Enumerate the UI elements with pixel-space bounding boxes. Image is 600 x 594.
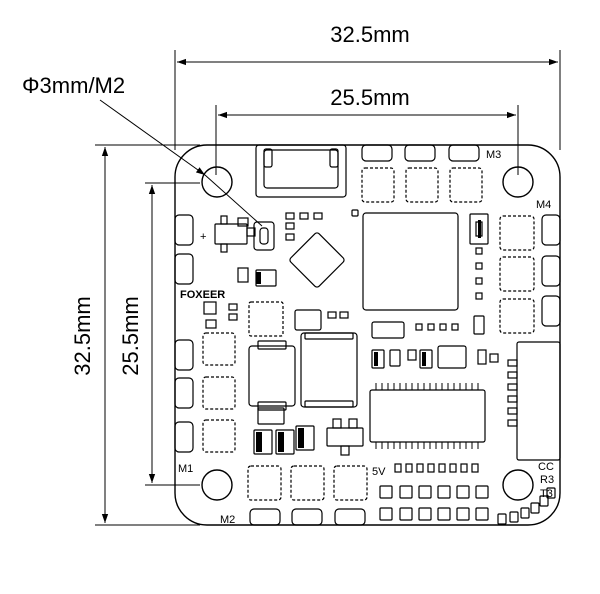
mount-hole-m1: [201, 469, 233, 501]
mount-label-m2: M2: [220, 514, 235, 526]
osd-chip: [369, 389, 486, 443]
inner-height-label: 25.5mm: [118, 296, 143, 375]
pad-label-t3: T3: [540, 488, 553, 500]
pad-label-cc: CC: [538, 461, 554, 473]
outer-width-label: 32.5mm: [330, 22, 409, 47]
gyro-chip: [289, 232, 345, 288]
usb-connector: [255, 144, 347, 198]
hole-callout-label: Φ3mm/M2: [22, 73, 125, 98]
filled-components: [256, 220, 481, 452]
mount-label-m3: M3: [486, 149, 501, 161]
mount-hole-m4: [502, 469, 534, 501]
dimension-lines: [95, 50, 561, 526]
brand-label: FOXEER: [180, 289, 225, 301]
mount-hole-m3: [502, 166, 534, 198]
inductor-1: [248, 345, 296, 407]
mcu-chip: [362, 212, 459, 311]
mount-label-m4: M4: [536, 199, 551, 211]
mount-label-m1: M1: [178, 463, 193, 475]
hole-callout-leader: [99, 99, 206, 176]
plus-label: +: [200, 231, 206, 243]
inner-width-label: 25.5mm: [330, 85, 409, 110]
components: [202, 167, 561, 521]
side-connector: [516, 341, 561, 461]
pad-label-r3: R3: [540, 474, 554, 486]
mount-hole-m2: [201, 166, 233, 198]
outer-height-label: 32.5mm: [70, 296, 95, 375]
inductor-2: [300, 332, 358, 408]
edge-pads: [174, 144, 561, 526]
pad-label-5v: 5V: [372, 466, 386, 478]
